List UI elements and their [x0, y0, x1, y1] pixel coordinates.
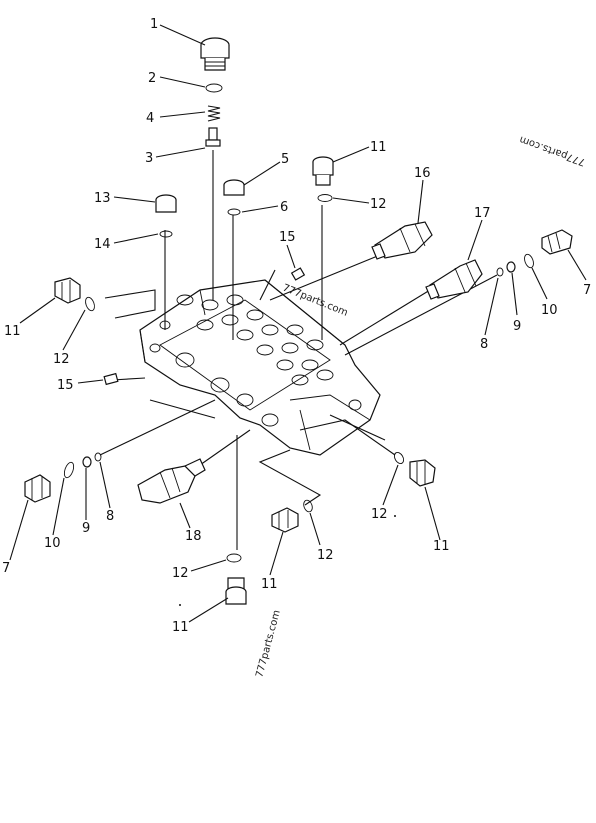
pin-3 [205, 127, 221, 147]
callout-labels: 1 2 4 3 5 6 11 12 13 14 15 16 17 7 10 9 … [2, 17, 591, 635]
callout-15-mid: 15 [279, 230, 296, 245]
o-ring-12-rightlow [393, 451, 405, 465]
callout-12-top: 12 [370, 197, 387, 212]
callout-9-left: 9 [82, 521, 90, 536]
plug-11-bottom-mid [271, 507, 299, 533]
assembly-lines [99, 150, 498, 550]
callout-12-rightlow: 12 [371, 507, 388, 522]
callout-14: 14 [94, 237, 111, 252]
callout-3: 3 [145, 151, 153, 166]
callout-8-right: 8 [480, 337, 488, 352]
washer-9-left [82, 456, 92, 468]
callout-9-right: 9 [513, 319, 521, 334]
plug-5 [223, 179, 245, 196]
speck-2 [179, 604, 181, 606]
plug-11-top [312, 156, 334, 186]
callout-18: 18 [185, 529, 202, 544]
o-ring-2 [205, 83, 223, 93]
watermark-bottom: 777parts.com [254, 609, 283, 679]
callout-16: 16 [414, 166, 431, 181]
speck-1 [394, 515, 396, 517]
callout-leaders [9, 24, 587, 623]
plug-11-left [54, 277, 81, 304]
relief-valve-17 [425, 259, 483, 300]
o-ring-8-left [94, 452, 102, 462]
o-ring-10-left [63, 461, 75, 479]
washer-9-right [506, 261, 516, 273]
plug-11-bottom [225, 577, 247, 605]
plug-7-right [541, 229, 573, 255]
callout-17: 17 [474, 206, 491, 221]
o-ring-6 [227, 208, 241, 216]
o-ring-12-bottom [226, 553, 242, 563]
callout-11-bottom-mid: 11 [261, 577, 278, 592]
watermark-top-right: 777parts.com [518, 133, 587, 167]
callout-12-left: 12 [53, 352, 70, 367]
callout-7-right: 7 [583, 283, 591, 298]
set-screw-15-mid [290, 267, 306, 281]
callout-10-right: 10 [541, 303, 558, 318]
callout-6: 6 [280, 200, 288, 215]
callout-12-bottom-mid: 12 [317, 548, 334, 563]
callout-12-bottom: 12 [172, 566, 189, 581]
plug-13 [155, 194, 177, 213]
plug-11-rightlow [409, 459, 436, 487]
callout-11-rightlow: 11 [433, 539, 450, 554]
callout-11-top: 11 [370, 140, 387, 155]
plug-7-left [24, 474, 51, 503]
callout-2: 2 [148, 71, 156, 86]
callout-13: 13 [94, 191, 111, 206]
o-ring-12-top [317, 194, 333, 202]
callout-8-left: 8 [106, 509, 114, 524]
spring-4 [207, 105, 221, 122]
valve-18 [137, 458, 206, 504]
o-ring-12-left [85, 296, 95, 312]
callout-15-left: 15 [57, 378, 74, 393]
callout-11-left: 11 [4, 324, 21, 339]
callout-11-bottom: 11 [172, 620, 189, 635]
set-screw-15-left [103, 372, 119, 386]
o-ring-10-right [524, 253, 534, 269]
callout-7-left: 7 [2, 561, 10, 576]
callout-1: 1 [150, 17, 158, 32]
callout-5: 5 [281, 152, 289, 167]
relief-valve-16 [371, 221, 433, 260]
o-ring-12-bottom-mid [303, 499, 313, 513]
callout-10-left: 10 [44, 536, 61, 551]
o-ring-8-right [496, 267, 504, 277]
o-ring-14 [159, 230, 173, 238]
valve-body [139, 279, 381, 456]
callout-4: 4 [146, 111, 154, 126]
plug-1 [200, 37, 230, 71]
